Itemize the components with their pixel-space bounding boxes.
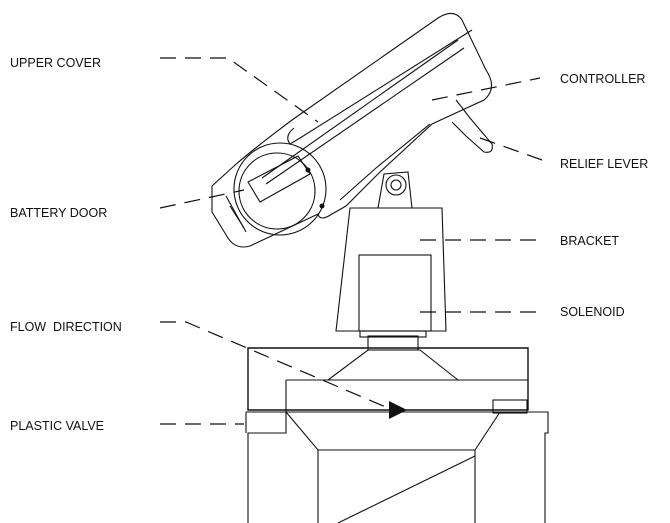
screw-dot — [305, 167, 311, 173]
label-battery-door: BATTERY DOOR — [10, 206, 107, 220]
leader-lines — [159, 57, 543, 425]
flow-arrow-icon — [389, 401, 407, 419]
label-plastic-valve: PLASTIC VALVE — [10, 419, 104, 433]
label-controller: CONTROLLER — [560, 72, 645, 86]
label-solenoid: SOLENOID — [560, 305, 625, 319]
label-relief-lever: RELIEF LEVER — [560, 157, 648, 171]
screw-dot — [319, 203, 325, 209]
label-bracket: BRACKET — [560, 234, 619, 248]
battery-door — [233, 142, 327, 236]
pivot-knuckle — [377, 171, 413, 209]
solenoid — [359, 330, 427, 351]
label-flow-direction: FLOW DIRECTION — [10, 320, 122, 334]
label-upper-cover: UPPER COVER — [10, 56, 101, 70]
relief-lever — [451, 99, 493, 153]
bracket — [335, 207, 447, 332]
plastic-valve-body — [245, 347, 549, 523]
controller — [211, 12, 493, 248]
